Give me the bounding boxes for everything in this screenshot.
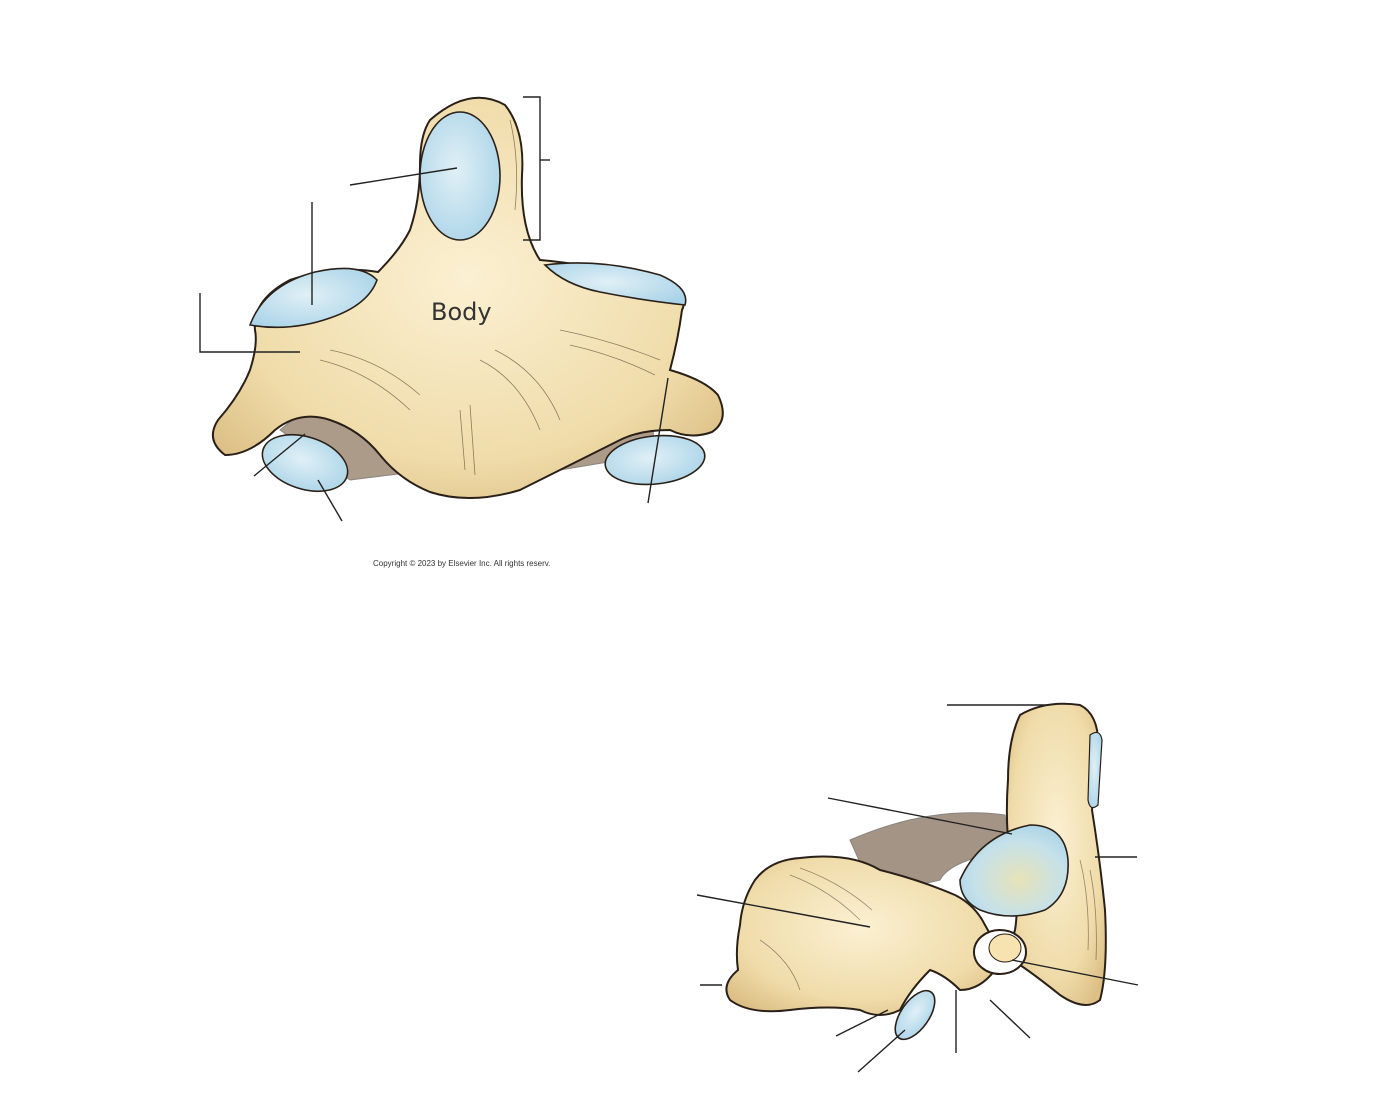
inferior-facet-lateral <box>894 989 936 1041</box>
leader-superior-facet <box>827 797 1013 835</box>
leader-lines-bottom <box>696 704 1139 1073</box>
dens-bracket <box>523 96 541 241</box>
left-superior-facet <box>248 267 378 329</box>
hatching-top <box>319 119 661 476</box>
foramen-inner <box>988 933 1022 963</box>
leader-inferior-left-a <box>253 433 306 477</box>
copyright-notice: Copyright © 2023 by Elsevier Inc. All ri… <box>373 559 551 568</box>
leader-transverse-process <box>989 999 1031 1039</box>
axis-lateral-view <box>696 702 1139 1073</box>
left-inferior-facet <box>261 433 349 493</box>
leader-inferior-facet-b <box>857 1029 906 1073</box>
leader-dens-facet <box>349 167 458 186</box>
leader-inferior-facet-a <box>835 1009 889 1037</box>
leader-transverse <box>199 293 300 353</box>
leader-lamina <box>696 894 871 928</box>
leader-lines-top <box>199 96 669 522</box>
dens-anterior-facet <box>1087 731 1103 809</box>
leader-inferior-right <box>647 377 669 504</box>
leader-foramen <box>1011 959 1139 986</box>
dens-facet <box>419 111 501 241</box>
leader-inferior-left-b <box>317 479 343 522</box>
body-label: Body <box>431 298 492 326</box>
right-superior-facet <box>543 262 687 306</box>
axis-anterior-view: Body <box>199 96 724 522</box>
superior-facet-lateral <box>959 824 1069 917</box>
hatching-bottom <box>759 859 1097 991</box>
